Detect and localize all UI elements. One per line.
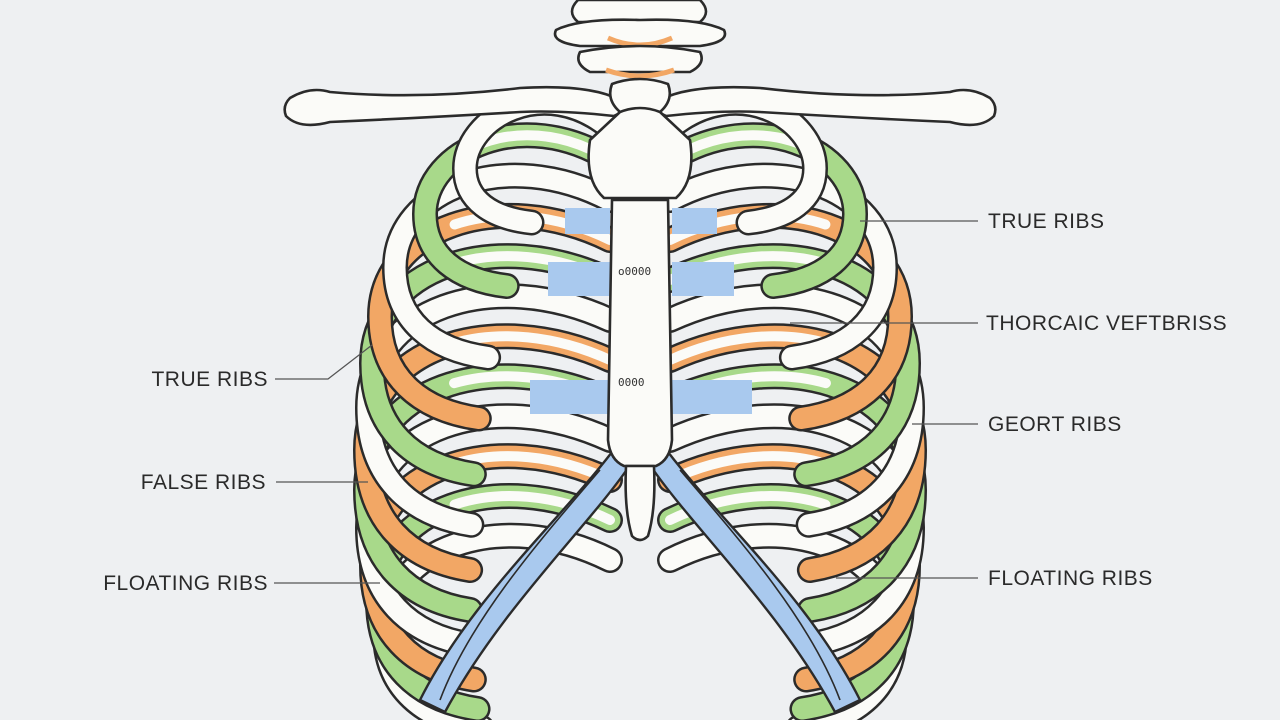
right-rib-10-highlight [665, 451, 913, 685]
right-rib-5-highlight [665, 251, 913, 480]
right-rib-11-highlight [665, 491, 907, 714]
left-rib-11-highlight [373, 491, 615, 714]
clavicles [283, 85, 997, 127]
label-left-floating-ribs: FLOATING RIBS [103, 572, 268, 595]
leader-left-true-ribs [275, 344, 373, 380]
right-rib-8-highlight [665, 371, 919, 615]
leader-lines [274, 220, 978, 584]
left-rib-5-highlight [367, 251, 615, 480]
left-rib-3 [384, 165, 621, 368]
cervical-vertebrae [553, 0, 727, 79]
label-left-true-ribs: TRUE RIBS [151, 368, 268, 391]
sternum-mark-upper: o0000 [618, 265, 651, 278]
sternum-mark-lower: 0000 [618, 376, 645, 389]
label-right-true-ribs: TRUE RIBS [988, 210, 1105, 233]
label-left-false-ribs: FALSE RIBS [141, 471, 266, 494]
right-rib-2-highlight [665, 130, 860, 291]
left-rib-10-highlight [367, 451, 615, 685]
label-right-floating-ribs: FLOATING RIBS [988, 567, 1153, 590]
left-rib-8-highlight [361, 371, 615, 615]
labels: TRUE RIBS FALSE RIBS FLOATING RIBS TRUE … [103, 210, 1227, 595]
costal-cartilage-right [650, 450, 862, 714]
left-rib-2-highlight [420, 130, 615, 291]
sternal-cartilage-blocks [530, 208, 752, 414]
label-right-geort-ribs: GEORT RIBS [988, 413, 1122, 436]
sternum: o0000 0000 [587, 77, 693, 542]
right-rib-3 [659, 165, 896, 368]
costal-cartilage-left [418, 450, 630, 714]
label-right-thoracic-vertebrae: THORCAIC VEFTBRISS [986, 312, 1227, 335]
left-rib-7-highlight [361, 331, 615, 575]
right-rib-7-highlight [665, 331, 919, 575]
rib-arches [353, 89, 927, 720]
